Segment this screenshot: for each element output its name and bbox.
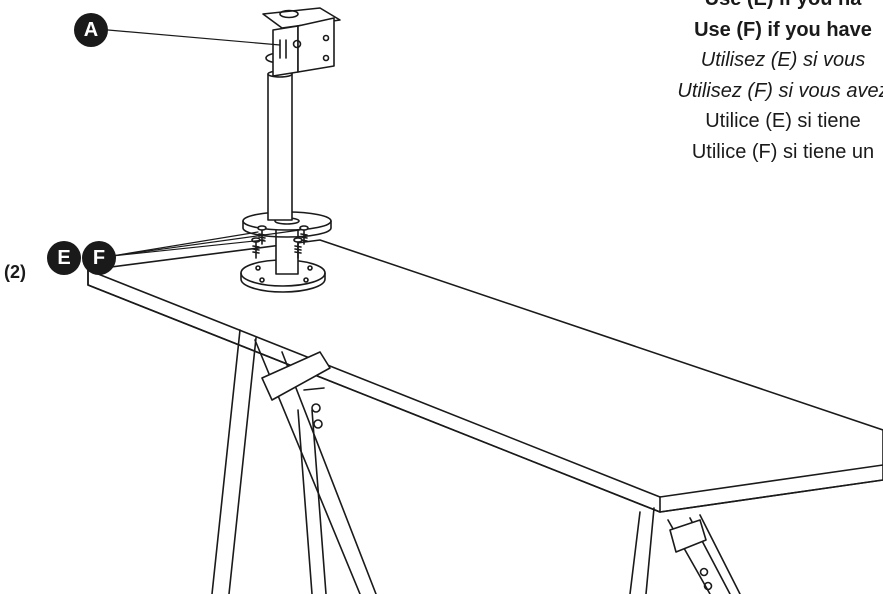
instruction-es-f: Utilice (F) si tiene un (691, 140, 875, 163)
instruction-text-block: Use (E) if you ha Use (F) if you have Ut… (563, 0, 883, 167)
callout-a-badge: A (74, 13, 108, 47)
screws (251, 225, 309, 259)
callout-e-badge: E (47, 241, 81, 275)
pole-upper (267, 70, 293, 221)
right-leg-frame (629, 507, 741, 594)
leader-ef-3 (111, 239, 265, 257)
mounting-head (262, 7, 341, 77)
instruction-es-e: Utilice (E) si tiene (705, 110, 861, 132)
left-leg-frame (211, 329, 377, 594)
instruction-en-e: Use (E) if you ha (563, 0, 883, 15)
leader-a (107, 29, 281, 46)
callout-f-badge: F (82, 241, 116, 275)
instruction-fr-e: Utilisez (E) si vous (700, 49, 866, 71)
screw-4 (293, 237, 303, 259)
instruction-fr-f: Utilisez (F) si vous avez (677, 79, 883, 102)
instruction-en-f: Use (F) if you have (694, 18, 872, 41)
leader-ef-2 (111, 229, 301, 257)
leader-ef-1 (111, 231, 259, 257)
leader-lines (107, 29, 301, 257)
desk-top (87, 239, 883, 513)
quantity-label: (2) (4, 262, 26, 282)
